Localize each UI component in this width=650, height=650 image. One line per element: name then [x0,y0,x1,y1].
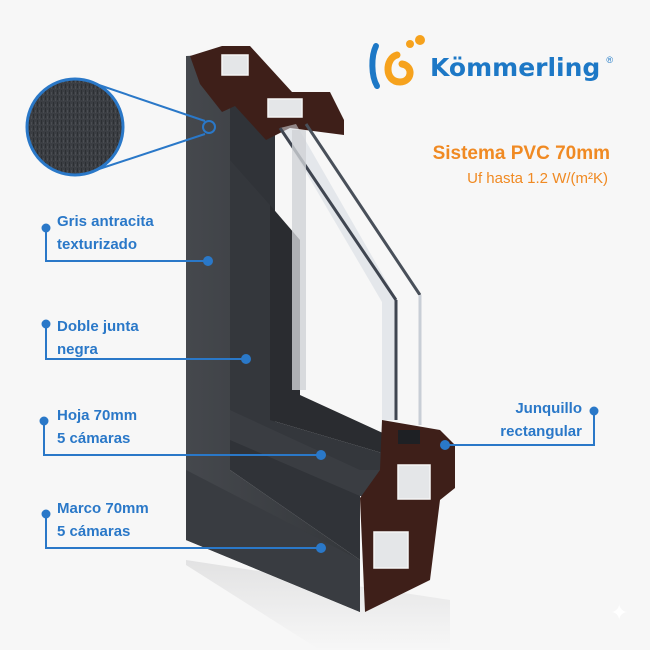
callout-leaders [39,223,599,553]
texture-magnifier-icon [25,77,216,177]
callout-hoja: Hoja 70mm 5 cámaras [57,404,137,450]
callout-junquillo: Junquillo rectangular [500,397,582,443]
top-reinforcement [221,54,249,76]
top-sash-reinforcement [267,98,303,118]
frame-reinforcement [373,531,409,569]
registered-mark: ® [606,54,613,65]
sash-reinforcement [397,464,431,500]
callout-line2: 5 cámaras [57,523,131,540]
callout-line1: Doble junta [57,318,139,335]
glass-pane-inner [280,124,396,420]
sparkle-icon: ✦ [610,600,629,625]
spec-subtitle: Uf hasta 1.2 W/(m²K) [467,170,608,187]
komerling-swirl-logo-icon [369,35,425,89]
frame-left-face [186,54,360,612]
callout-line1: Hoja 70mm [57,407,138,424]
frame-bottom [186,470,360,612]
callout-line2: rectangular [500,423,582,440]
glass-spacer [292,130,306,390]
callout-gris-antracita: Gris antracita texturizado [57,210,154,256]
callout-line1: Junquillo [515,400,582,417]
callout-marco: Marco 70mm 5 cámaras [57,497,149,543]
spec-title: Sistema PVC 70mm [432,143,610,164]
glazing-bead-section [398,430,420,444]
reflection [186,560,450,650]
glazing-bead [270,205,440,470]
brand-logo: Kömmerling ® [430,53,613,82]
callout-line2: texturizado [57,236,138,253]
callout-line2: 5 cámaras [57,430,131,447]
callout-line1: Marco 70mm [57,500,149,517]
callout-line2: negra [57,341,98,358]
callout-line1: Gris antracita [57,213,154,230]
glass-edge-outer [304,123,422,296]
callout-doble-junta: Doble junta negra [57,315,139,361]
brand-name: Kömmerling [430,53,601,82]
